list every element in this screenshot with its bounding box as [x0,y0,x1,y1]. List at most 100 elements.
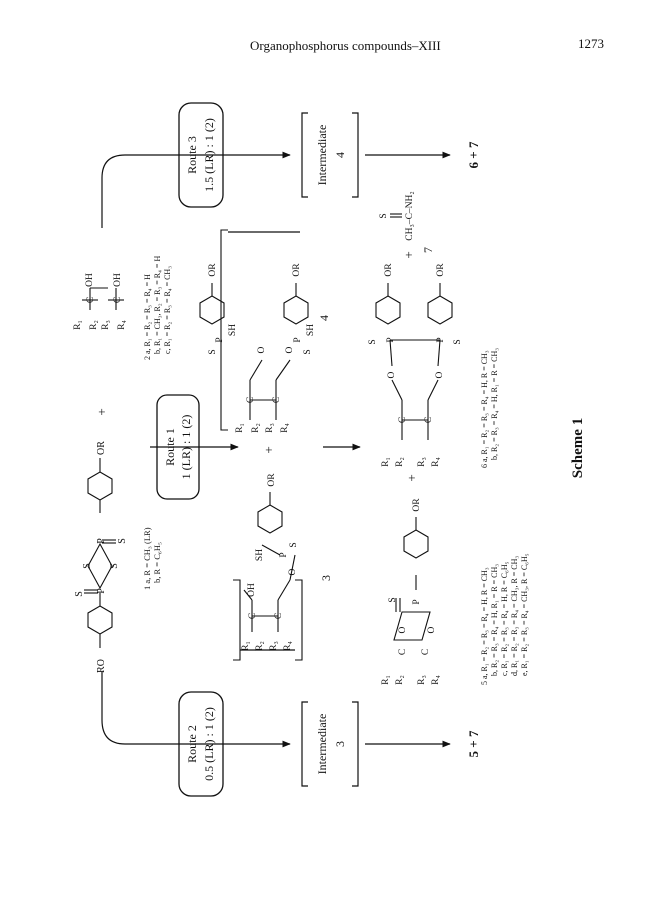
c5-legend-e: e, R₁ = R₂ = R₃ = R₄ = CH₃, R = C₆H₅ [520,553,529,676]
svg-text:R₂: R₂ [395,457,405,467]
svg-text:C: C [421,649,431,655]
svg-text:RO: RO [96,659,107,673]
svg-text:O: O [398,626,408,633]
svg-text:P: P [293,337,303,342]
compound-6-atoms: C C O O P P S S OR OR R₁ R₂ R₃ R₄ [368,263,463,467]
svg-text:C: C [272,397,282,403]
svg-text:C: C [86,297,96,303]
svg-text:C: C [113,297,123,303]
route3-arrow [101,151,291,228]
compound-7-structure [390,213,402,218]
svg-text:C: C [398,417,408,423]
diol-legend-a: 2 a, R₁ = R₂ = R₃ = R₄ = H [143,274,152,360]
svg-text:C: C [248,613,258,619]
svg-text:P: P [215,337,225,342]
compound-3-structure [233,492,303,661]
route3-ratio: 1.5 (LR) : 1 (2) [202,118,216,192]
svg-text:P: P [279,552,289,557]
compound-7-atoms: S CH₃–C–NH₂ [379,191,415,240]
svg-text:S: S [82,563,93,569]
svg-text:R₃: R₃ [265,423,275,433]
compound-5-legend: 5 a, R₁ = R₂ = R₃ = R₄ = H, R = CH₃ b, R… [480,553,529,685]
intermediate-3: Intermediate 3 [301,701,359,787]
svg-text:R₂: R₂ [251,423,261,433]
lawesson-reagent-structure [84,458,116,648]
diol-legend-c: c, R₁ = R₂ = R₃ = R₄ = CH₃ [163,266,172,354]
svg-text:S: S [368,339,378,344]
diol-atoms: OH OH C C R₁ R₂ R₃ R₄ [73,273,127,330]
svg-text:C: C [424,417,434,423]
svg-text:P: P [436,337,446,342]
lr-legend-b: b, R = C₆H₅ [152,542,162,583]
svg-text:S: S [208,349,218,354]
svg-text:R₁: R₁ [73,320,83,330]
svg-text:R₁: R₁ [381,675,391,685]
svg-text:SH: SH [255,549,265,561]
c6-legend-b: b, R₂ = R₃ = R₄ = H, R₁ = R = CH₃ [490,348,499,460]
svg-text:OR: OR [412,498,422,512]
route2-arrow [101,672,291,748]
svg-text:OR: OR [384,263,394,277]
intermediate-4-number: 4 [333,152,347,158]
plus-2: + [261,446,276,453]
svg-text:OR: OR [96,441,107,455]
svg-text:OR: OR [292,263,302,277]
svg-text:R₁: R₁ [381,457,391,467]
compound-3-atoms: OH C C O P SH S OR R₁ R₂ R₃ R₄ [241,473,299,651]
svg-text:R₃: R₃ [417,457,427,467]
svg-text:R₂: R₂ [395,675,405,685]
svg-text:C: C [246,397,256,403]
route1-name: Route 1 [163,428,177,466]
route3-name: Route 3 [185,136,199,174]
svg-text:O: O [435,371,445,378]
compound-6-structure [375,283,453,440]
compound-4-number: 4 [317,315,331,321]
svg-text:O: O [257,346,267,353]
svg-text:R₂: R₂ [255,641,265,651]
lawesson-reagent-atoms: RO OR P P S S S S [74,441,128,673]
products-right: 6 + 7 [466,141,481,168]
route1-box: Route 1 1 (LR) : 1 (2) [156,394,200,500]
svg-text:P: P [96,588,107,594]
route2-ratio: 0.5 (LR) : 1 (2) [202,707,216,781]
products-left: 5 + 7 [466,730,481,757]
compound-3-number: 3 [319,575,333,581]
svg-text:R₄: R₄ [431,675,441,685]
c5-legend-d: d, R₁ = R₂ = R₃ = R₄ = CH₃, R = CH₃ [510,556,519,676]
svg-text:OH: OH [85,273,95,287]
svg-text:S: S [289,542,299,547]
svg-text:S: S [388,597,398,602]
c5-legend-a: 5 a, R₁ = R₂ = R₃ = R₄ = H, R = CH₃ [480,567,489,685]
lawesson-legend: 1 a, R = CH₃ (LR) b, R = C₆H₅ [142,527,162,590]
svg-text:R₄: R₄ [283,641,293,651]
svg-text:S: S [303,349,313,354]
svg-text:OR: OR [267,473,277,487]
svg-text:S: S [117,538,128,544]
diol-structure [82,287,124,310]
c5-legend-b: b, R₂ = R₃ = R₄ = H, R₁ = R = CH₃ [490,564,499,676]
svg-text:S: S [453,339,463,344]
svg-text:R₁: R₁ [241,641,251,651]
svg-text:C: C [398,649,408,655]
scheme-caption: Scheme 1 [570,418,586,478]
svg-text:O: O [288,568,298,575]
page-number: 1273 [578,36,604,51]
svg-text:OR: OR [436,263,446,277]
svg-text:R₂: R₂ [89,320,99,330]
compound-7-number: 7 [421,247,435,253]
svg-text:S: S [109,563,120,569]
intermediate-4-word: Intermediate [315,125,329,186]
svg-text:OH: OH [113,273,123,287]
route2-name: Route 2 [185,725,199,763]
svg-text:SH: SH [228,324,238,336]
svg-text:S: S [74,591,85,597]
diol-legend-b: b, R₁ = CH₃, R₂ = R₃ = R₄ = H [153,256,162,354]
compound-6-legend: 6 a, R₁ = R₂ = R₃ = R₄ = H, R = CH₃ b, R… [480,348,499,468]
plus-1: + [94,408,109,415]
intermediate-4: Intermediate 4 [301,112,359,198]
svg-text:P: P [96,538,107,544]
svg-text:P: P [386,337,396,342]
diol-legend: 2 a, R₁ = R₂ = R₃ = R₄ = H b, R₁ = CH₃, … [143,256,172,360]
svg-text:SH: SH [306,324,316,336]
